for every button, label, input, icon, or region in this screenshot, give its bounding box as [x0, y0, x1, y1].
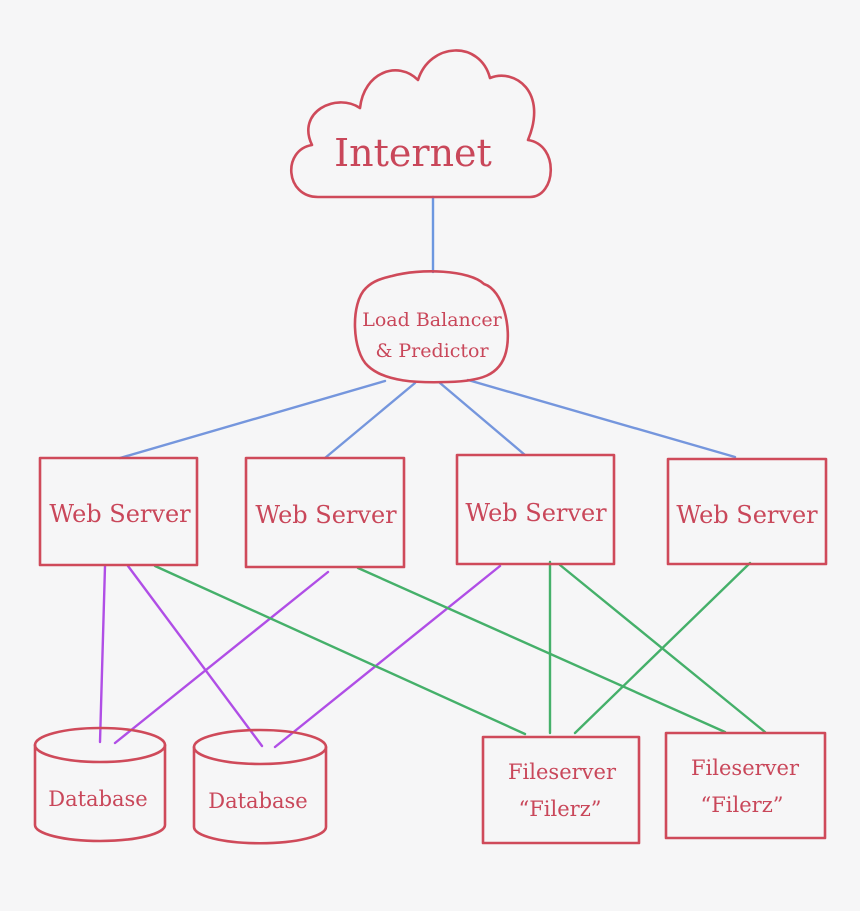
web-server-label: Web Server: [255, 501, 397, 529]
database-cylinder: [33, 743, 167, 843]
database-top: [192, 728, 328, 766]
web-server-label: Web Server: [465, 499, 607, 527]
cloud-shape: [289, 49, 552, 199]
fileserver-box: [481, 735, 641, 845]
fileserver-node: Fileserver “Filerz”: [481, 735, 641, 845]
edge-lb-web-server-2: [323, 381, 417, 460]
internet-node: Internet: [289, 49, 552, 199]
load-balancer-shape: [353, 270, 510, 384]
database-label: Database: [208, 789, 307, 813]
edge-lb-web-server-4: [466, 378, 737, 459]
edge-ws2-fileserver-2: [356, 566, 727, 734]
web-server-node: Web Server: [244, 456, 406, 569]
fileserver-label-line1: Fileserver: [508, 760, 617, 784]
fileserver-node: Fileserver “Filerz”: [664, 731, 827, 840]
edge-ws1-database-1: [98, 564, 107, 744]
web-server-box: [244, 456, 406, 569]
internet-label: Internet: [334, 131, 492, 175]
database-node: Database: [192, 728, 328, 845]
edge-ws1-database-2: [126, 564, 264, 748]
database-cylinder: [192, 745, 328, 845]
web-server-box: [455, 453, 616, 566]
database-top: [33, 726, 167, 764]
load-balancer-label-line1: Load Balancer: [362, 309, 502, 331]
edge-ws1-fileserver-1: [153, 564, 527, 736]
load-balancer-node: Load Balancer & Predictor: [353, 270, 510, 384]
edge-lb-web-server-1: [118, 379, 387, 460]
edge-lb-web-server-3: [438, 381, 527, 457]
web-server-label: Web Server: [49, 500, 191, 528]
web-server-box: [666, 457, 828, 566]
database-node: Database: [33, 726, 167, 843]
fileserver-label-line2: “Filerz”: [700, 793, 783, 817]
edge-ws4-fileserver-1: [573, 561, 752, 735]
fileserver-box: [664, 731, 827, 840]
database-label: Database: [48, 787, 147, 811]
edges: [98, 195, 767, 749]
fileserver-label-line1: Fileserver: [691, 756, 800, 780]
web-server-node: Web Server: [455, 453, 616, 566]
load-balancer-label-line2: & Predictor: [375, 340, 489, 362]
web-server-box: [38, 456, 199, 567]
edge-ws2-database-1: [113, 570, 330, 745]
web-server-node: Web Server: [38, 456, 199, 567]
web-server-node: Web Server: [666, 457, 828, 566]
fileserver-label-line2: “Filerz”: [518, 797, 601, 821]
edge-ws3-database-2: [273, 564, 502, 749]
web-server-label: Web Server: [676, 501, 818, 529]
